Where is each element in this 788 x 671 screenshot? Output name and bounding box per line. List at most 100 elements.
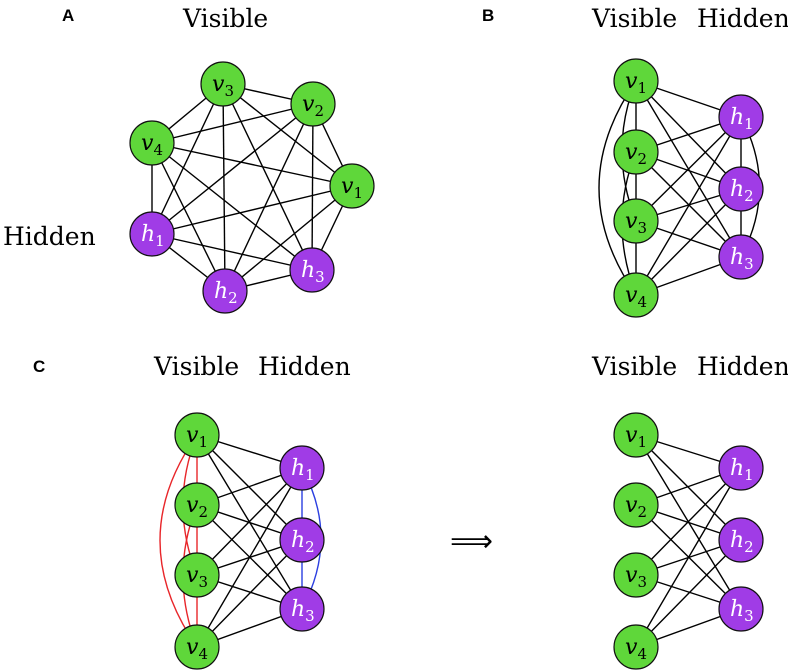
node-v2: v2 bbox=[613, 129, 659, 175]
panel-d-hidden-heading: Hidden bbox=[697, 352, 788, 381]
panel-c-hidden-heading: Hidden bbox=[258, 352, 351, 381]
node-v2-circle bbox=[613, 129, 659, 175]
node-v3: v3 bbox=[200, 61, 246, 107]
panel-c-visible-heading: Visible bbox=[153, 352, 239, 381]
edge-v3-h3 bbox=[222, 83, 313, 271]
edge-v3-h2 bbox=[222, 83, 226, 292]
node-h2-circle bbox=[718, 166, 764, 212]
edge-v4-h1 bbox=[196, 467, 303, 648]
edge-v1-h2 bbox=[196, 434, 303, 541]
node-v4-circle bbox=[129, 120, 175, 166]
node-h3-circle bbox=[718, 234, 764, 280]
panel-a-visible-heading: Visible bbox=[182, 4, 268, 33]
node-v1-circle bbox=[329, 163, 375, 209]
implies-arrow-icon: ⟹ bbox=[450, 524, 493, 559]
panel-a-nodes: v3 v2 v4 v1 h1 h3 h2 bbox=[129, 61, 375, 314]
node-h1: h1 bbox=[718, 94, 764, 140]
panel-b-visible-heading: Visible bbox=[591, 4, 677, 33]
node-h3-circle bbox=[718, 586, 764, 632]
node-h1-circle bbox=[718, 445, 764, 491]
node-v1: v1 bbox=[174, 412, 220, 458]
node-v2: v2 bbox=[174, 482, 220, 528]
panel-b-nodes: v1 v2 v3 v4 h1 h2 h3 bbox=[613, 58, 764, 318]
edge-v3-h1 bbox=[635, 467, 742, 576]
node-h3-circle bbox=[289, 247, 335, 293]
node-v1-circle bbox=[174, 412, 220, 458]
node-h3: h3 bbox=[289, 247, 335, 293]
node-v3: v3 bbox=[174, 552, 220, 598]
node-v4-circle bbox=[613, 624, 659, 670]
node-v2: v2 bbox=[613, 482, 659, 528]
edge-v2-h3 bbox=[311, 103, 314, 271]
edge-v2-v4 bbox=[151, 103, 314, 144]
panel-a-hidden-heading: Hidden bbox=[3, 222, 96, 251]
node-v3-circle bbox=[613, 552, 659, 598]
edge-v4-h3 bbox=[151, 142, 313, 271]
edge-v4-h2 bbox=[196, 539, 303, 648]
node-h3: h3 bbox=[718, 586, 764, 632]
edge-v3-h1 bbox=[151, 83, 224, 235]
panel-b-hidden-heading: Hidden bbox=[697, 4, 788, 33]
panel-d-visible-heading: Visible bbox=[591, 352, 677, 381]
node-v1: v1 bbox=[613, 58, 659, 104]
node-h3: h3 bbox=[718, 234, 764, 280]
node-h1-circle bbox=[129, 211, 175, 257]
node-v4-circle bbox=[174, 624, 220, 670]
node-h1-circle bbox=[718, 94, 764, 140]
edge-v3-v1 bbox=[222, 83, 353, 187]
node-v3-circle bbox=[200, 61, 246, 107]
edge-v4-h2 bbox=[151, 142, 226, 292]
node-v3: v3 bbox=[613, 198, 659, 244]
node-v1: v1 bbox=[613, 412, 659, 458]
node-v2-circle bbox=[290, 81, 336, 127]
node-h2-circle bbox=[279, 517, 325, 563]
node-v4-circle bbox=[613, 272, 659, 318]
node-v2-circle bbox=[174, 482, 220, 528]
panel-letter-a: A bbox=[62, 6, 74, 25]
edge-v1-v4 bbox=[598, 80, 637, 296]
edge-v4-h2 bbox=[635, 188, 742, 296]
edge-v3-h1 bbox=[635, 116, 742, 222]
edge-v1-v4 bbox=[159, 434, 198, 648]
panel-letter-c: C bbox=[33, 357, 45, 376]
edge-v1-h2 bbox=[224, 185, 353, 292]
edge-v2-h1 bbox=[151, 103, 314, 235]
node-v4: v4 bbox=[129, 120, 175, 166]
node-h2-circle bbox=[718, 517, 764, 563]
panel-a-edges bbox=[151, 83, 353, 292]
node-v2: v2 bbox=[290, 81, 336, 127]
node-h1: h1 bbox=[279, 445, 325, 491]
node-v3-circle bbox=[613, 198, 659, 244]
node-v1-circle bbox=[613, 412, 659, 458]
node-v4: v4 bbox=[613, 272, 659, 318]
node-h2: h2 bbox=[718, 517, 764, 563]
node-h2: h2 bbox=[202, 268, 248, 314]
node-v4: v4 bbox=[613, 624, 659, 670]
node-h1: h1 bbox=[129, 211, 175, 257]
node-h2: h2 bbox=[279, 517, 325, 563]
node-h3: h3 bbox=[279, 586, 325, 632]
node-v4: v4 bbox=[174, 624, 220, 670]
edge-h1-h3 bbox=[151, 233, 313, 271]
node-h2: h2 bbox=[718, 166, 764, 212]
node-v1: v1 bbox=[329, 163, 375, 209]
node-h3-circle bbox=[279, 586, 325, 632]
node-v3-circle bbox=[174, 552, 220, 598]
edge-v4-h1 bbox=[635, 116, 742, 296]
node-h1-circle bbox=[279, 445, 325, 491]
edge-v4-h2 bbox=[635, 539, 742, 648]
node-h1: h1 bbox=[718, 445, 764, 491]
edge-v1-h1 bbox=[151, 185, 353, 235]
node-h2-circle bbox=[202, 268, 248, 314]
panel-d-nodes: v1 v2 v3 v4 h1 h2 h3 bbox=[613, 412, 764, 670]
node-v1-circle bbox=[613, 58, 659, 104]
edge-v2-h2 bbox=[224, 103, 314, 292]
edge-v4-v1 bbox=[151, 142, 353, 187]
edge-v4-h1 bbox=[635, 467, 742, 648]
edge-v1-h2 bbox=[635, 434, 742, 541]
node-v3: v3 bbox=[613, 552, 659, 598]
edge-v3-h1 bbox=[196, 467, 303, 576]
panel-c-nodes: v1 v2 v3 v4 h1 h2 h3 bbox=[174, 412, 325, 670]
panel-letter-b: B bbox=[482, 6, 494, 25]
